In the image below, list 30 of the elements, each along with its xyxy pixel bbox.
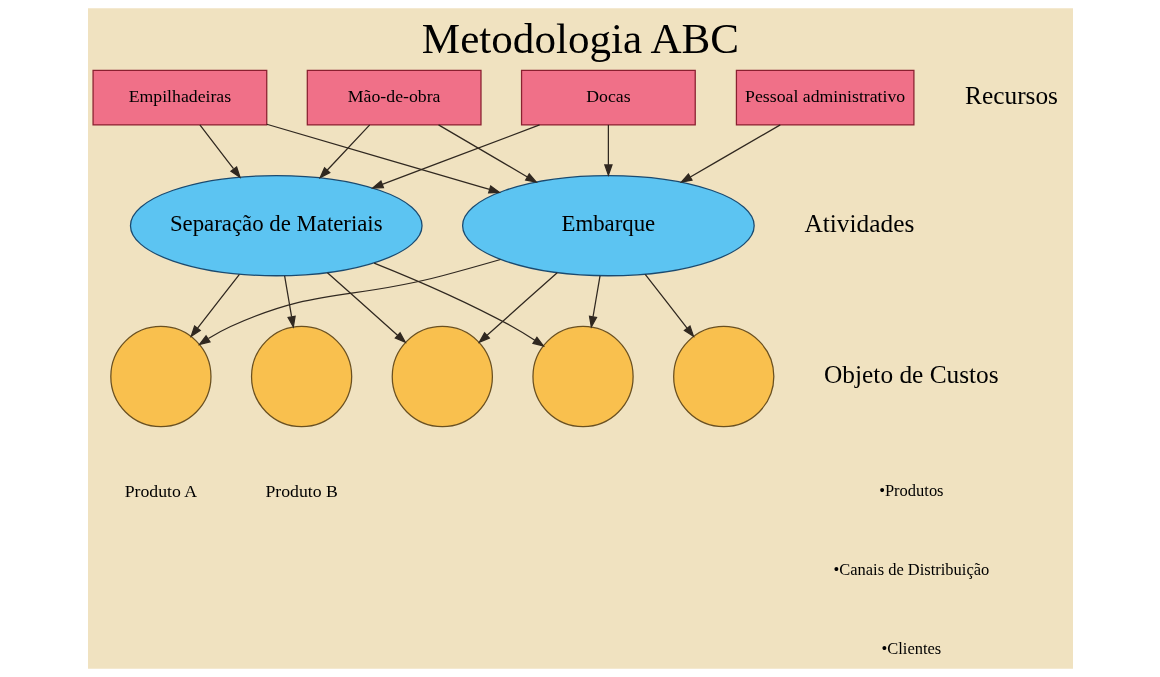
arrow [679,124,781,184]
arrow [437,124,538,184]
label: Atividades [803,209,914,238]
label: •Clientes [880,639,941,659]
label: •Produtos [878,481,944,501]
diagram-title: Metodologia ABC [421,14,739,62]
node-box: Docas [520,69,696,126]
arrow [603,124,613,178]
node-box: Empilhadeiras [91,69,267,126]
node-label: Produto A [124,480,197,501]
label: Objeto de Custos [823,359,999,388]
arrow [477,272,558,344]
arrow [198,124,241,179]
arrow [373,262,545,347]
arrow [370,124,540,189]
arrow [283,275,296,329]
arrow [197,258,501,346]
node-label: Produto B [264,480,338,501]
arrow [326,272,407,344]
label: •Canais de Distribuição [832,560,989,580]
node-ellipse: Separação de Materiais [129,174,423,277]
arrow [189,273,240,338]
arrow [644,273,695,338]
node-box: Pessoal administrativo [735,69,915,126]
label: Recursos [964,80,1058,109]
node-box: Mão-de-obra [306,69,482,126]
arrow [318,124,370,180]
arrow [588,275,601,329]
arrow [265,123,501,194]
node-circle [250,325,352,428]
